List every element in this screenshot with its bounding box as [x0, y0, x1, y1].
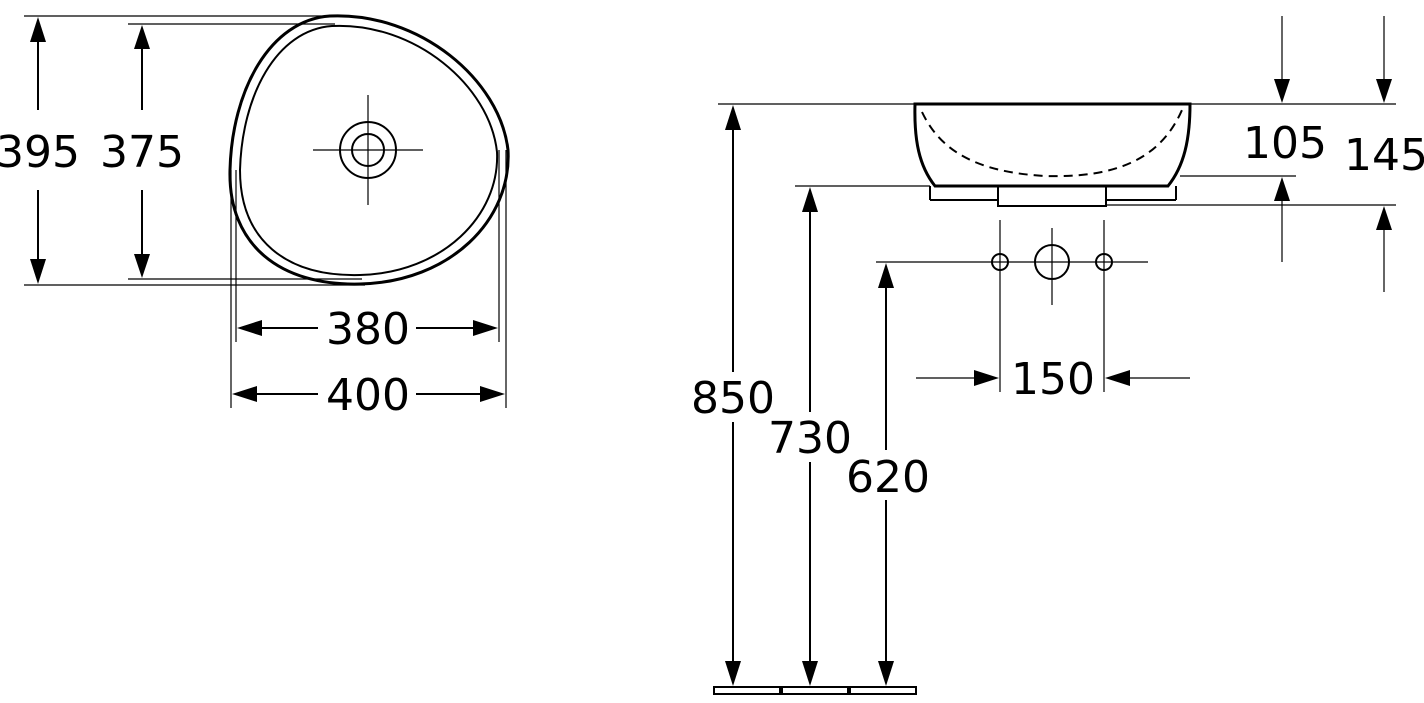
top-view: 395 375 380 400	[0, 14, 510, 421]
label-375: 375	[100, 127, 184, 178]
dimension-395: 395	[0, 17, 80, 284]
label-380: 380	[326, 304, 410, 355]
side-view: 105 145 150 850	[691, 16, 1424, 695]
basin-side-profile	[913, 102, 1192, 207]
label-620: 620	[846, 452, 930, 503]
dimension-145: 145	[1344, 16, 1424, 292]
label-730: 730	[768, 413, 852, 464]
basin-outline-inner	[238, 24, 499, 277]
floor-line	[713, 686, 917, 695]
dimension-620: 620	[846, 263, 930, 686]
label-150: 150	[1011, 354, 1095, 405]
dimension-150: 150	[916, 354, 1190, 405]
dimension-105: 105	[1243, 16, 1327, 262]
dimension-380: 380	[237, 304, 498, 355]
wall-connections	[991, 220, 1113, 392]
label-400: 400	[326, 370, 410, 421]
dimension-850: 850	[691, 105, 775, 686]
dimension-730: 730	[768, 187, 852, 686]
label-395: 395	[0, 127, 80, 178]
dimension-400: 400	[232, 370, 505, 421]
dimension-375: 375	[100, 25, 184, 278]
label-105: 105	[1243, 118, 1327, 169]
basin-outline-outer	[228, 14, 510, 286]
label-850: 850	[691, 373, 775, 424]
drain-top-view	[313, 95, 423, 205]
label-145: 145	[1344, 130, 1424, 181]
